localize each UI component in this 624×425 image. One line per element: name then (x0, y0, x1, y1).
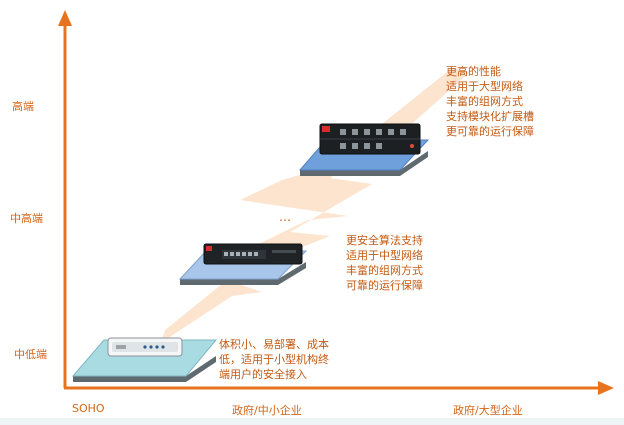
ellipsis-marker: … (279, 210, 292, 224)
tier-high-line: 支持模块化扩展槽 (446, 110, 534, 123)
tier-high-line: 更可靠的运行保障 (446, 125, 534, 138)
tier-mid-line: 丰富的组网方式 (346, 264, 423, 277)
tier-mid-description: 更安全算法支持 适用于中型网络 丰富的组网方式 可靠的运行保障 (346, 233, 423, 293)
y-label-mid-high: 中高端 (10, 212, 43, 225)
tier-mid-line: 可靠的运行保障 (346, 279, 423, 292)
x-label-gov-sme: 政府/中小企业 (232, 404, 302, 417)
growth-beam (118, 68, 470, 350)
platform-low-side (73, 356, 216, 382)
tier-mid-line: 适用于中型网络 (346, 249, 423, 262)
tier-high-line: 丰富的组网方式 (446, 95, 523, 108)
tier-high (298, 123, 430, 176)
tier-low-description: 体积小、易部署、成本 低，适用于小型机构终 端用户的安全接入 (219, 337, 329, 382)
x-label-soho: SOHO (72, 402, 105, 415)
tier-mid (178, 243, 308, 285)
y-axis-arrow (58, 10, 72, 26)
y-label-high: 高端 (12, 100, 34, 113)
rack-2u-firewall-icon (319, 123, 421, 155)
bottom-band (0, 418, 624, 425)
tier-mid-line: 更安全算法支持 (346, 234, 423, 247)
tier-low (71, 337, 218, 382)
tier-low-line: 体积小、易部署、成本 (219, 338, 329, 351)
tier-low-line: 低，适用于小型机构终 (219, 353, 329, 366)
x-axis-arrow (598, 381, 614, 395)
tier-high-description: 更高的性能 适用于大型网络 丰富的组网方式 支持模块化扩展槽 更可靠的运行保障 (446, 64, 534, 139)
rack-1u-firewall-icon (203, 243, 303, 265)
x-label-gov-large: 政府/大型企业 (453, 404, 523, 417)
tier-high-line: 更高的性能 (446, 65, 501, 78)
tier-high-line: 适用于大型网络 (446, 80, 523, 93)
y-label-mid-low: 中低端 (14, 348, 47, 361)
platform-high-side (300, 151, 428, 176)
tier-low-line: 端用户的安全接入 (219, 368, 307, 381)
desktop-firewall-icon (107, 337, 183, 357)
